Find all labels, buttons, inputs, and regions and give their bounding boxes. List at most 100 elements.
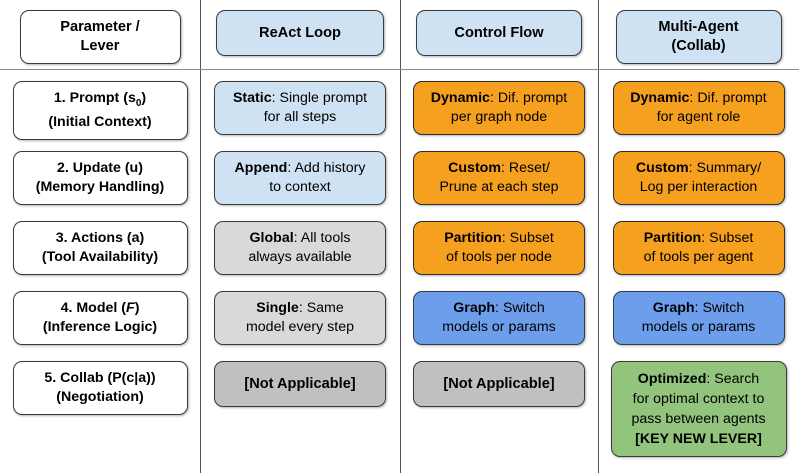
header-parameter-line2: Lever xyxy=(80,38,120,54)
chip-actions-react: Global: All tools always available xyxy=(214,221,386,275)
cell-actions-multi-agent: Partition: Subset of tools per agent xyxy=(598,211,799,281)
cell-collab-control-flow: [Not Applicable] xyxy=(400,351,598,473)
chip-update-multi-agent-line2: Log per interaction xyxy=(639,179,758,195)
row-actions-label-line1: 3. Actions (a) xyxy=(55,230,145,246)
row-collab-label-chip: 5. Collab (P(c|a)) (Negotiation) xyxy=(12,361,188,415)
chip-prompt-control-flow-line1: Dynamic: Dif. prompt xyxy=(430,90,568,106)
chip-model-multi-agent-line1: Graph: Switch xyxy=(652,300,745,316)
chip-collab-control-flow: [Not Applicable] xyxy=(413,361,585,407)
header-chip-multi-agent: Multi-Agent (Collab) xyxy=(615,10,782,64)
cell-model-control-flow: Graph: Switch models or params xyxy=(400,281,598,351)
cell-prompt-control-flow: Dynamic: Dif. prompt per graph node xyxy=(400,71,598,141)
header-chip-control-flow: Control Flow xyxy=(416,10,582,56)
chip-model-multi-agent-line2: models or params xyxy=(641,319,756,335)
cell-update-control-flow: Custom: Reset/ Prune at each step xyxy=(400,141,598,211)
cell-collab-multi-agent: Optimized: Search for optimal context to… xyxy=(598,351,799,473)
row-collab-label-line2: (Negotiation) xyxy=(56,389,144,405)
chip-collab-multi-agent-line1: Optimized: Search xyxy=(637,371,760,387)
chip-actions-react-line1: Global: All tools xyxy=(249,230,351,246)
chip-collab-react-text: [Not Applicable] xyxy=(244,375,356,392)
cell-model-react: Single: Same model every step xyxy=(200,281,400,351)
header-cell-parameter: Parameter / Lever xyxy=(0,0,200,69)
cell-collab-react: [Not Applicable] xyxy=(200,351,400,473)
header-cell-react: ReAct Loop xyxy=(200,0,400,69)
subscript-zero: 0 xyxy=(135,97,142,109)
chip-actions-multi-agent-line2: of tools per agent xyxy=(643,249,754,265)
row-collab-label-line1: 5. Collab (P(c|a)) xyxy=(44,370,156,386)
chip-prompt-control-flow: Dynamic: Dif. prompt per graph node xyxy=(413,81,585,135)
chip-collab-multi-agent-key-lever: [KEY NEW LEVER] xyxy=(635,431,762,447)
table-row-collab: 5. Collab (P(c|a)) (Negotiation) [Not Ap… xyxy=(0,351,799,473)
chip-collab-control-flow-text: [Not Applicable] xyxy=(443,375,555,392)
chip-update-multi-agent-line1: Custom: Summary/ xyxy=(635,160,762,176)
header-react-label: ReAct Loop xyxy=(259,24,341,41)
chip-model-react: Single: Same model every step xyxy=(214,291,386,345)
cell-actions-control-flow: Partition: Subset of tools per node xyxy=(400,211,598,281)
chip-model-react-line2: model every step xyxy=(245,319,355,335)
row-model-label-line2: (Inference Logic) xyxy=(42,319,158,335)
chip-model-multi-agent: Graph: Switch models or params xyxy=(612,291,785,345)
row-update-label-line1: 2. Update (u) xyxy=(57,160,143,176)
row-prompt-label-line2: (Initial Context) xyxy=(48,113,152,130)
chip-collab-multi-agent-line3: pass between agents xyxy=(631,411,766,427)
chip-model-control-flow: Graph: Switch models or params xyxy=(413,291,585,345)
header-multi-agent-line2: (Collab) xyxy=(671,38,726,54)
row-prompt-label-cell: 1. Prompt (s0) (Initial Context) xyxy=(0,71,200,141)
table-row-prompt: 1. Prompt (s0) (Initial Context) Static:… xyxy=(0,71,799,141)
chip-actions-control-flow-line2: of tools per node xyxy=(446,249,552,265)
table-row-actions: 3. Actions (a) (Tool Availability) Globa… xyxy=(0,211,799,281)
table-header-row: Parameter / Lever ReAct Loop Control Flo… xyxy=(0,0,799,69)
chip-collab-multi-agent-line2: for optimal context to xyxy=(632,391,765,407)
cell-prompt-multi-agent: Dynamic: Dif. prompt for agent role xyxy=(598,71,799,141)
chip-update-control-flow-line1: Custom: Reset/ xyxy=(448,160,550,176)
chip-collab-multi-agent: Optimized: Search for optimal context to… xyxy=(610,361,787,457)
table-row-model: 4. Model (F) (Inference Logic) Single: S… xyxy=(0,281,799,351)
header-chip-parameter: Parameter / Lever xyxy=(19,10,181,64)
chip-actions-multi-agent: Partition: Subset of tools per agent xyxy=(612,221,785,275)
chip-prompt-react-line2: for all steps xyxy=(263,109,337,125)
header-parameter-line1: Parameter / xyxy=(60,19,140,35)
chip-prompt-react-line1: Static: Single prompt xyxy=(232,90,368,106)
chip-actions-multi-agent-line1: Partition: Subset xyxy=(643,230,754,246)
cell-update-multi-agent: Custom: Summary/ Log per interaction xyxy=(598,141,799,211)
row-update-label-line2: (Memory Handling) xyxy=(35,179,165,195)
header-multi-agent-line1: Multi-Agent xyxy=(658,19,739,35)
cell-actions-react: Global: All tools always available xyxy=(200,211,400,281)
row-model-label-line1: 4. Model (F) xyxy=(60,300,140,316)
chip-actions-react-line2: always available xyxy=(248,249,352,265)
chip-update-react-line2: to context xyxy=(269,179,331,195)
row-prompt-label-chip: 1. Prompt (s0) (Initial Context) xyxy=(12,81,188,140)
chip-update-control-flow-line2: Prune at each step xyxy=(439,179,559,195)
italic-f: F xyxy=(126,300,135,316)
cell-prompt-react: Static: Single prompt for all steps xyxy=(200,71,400,141)
chip-update-react: Append: Add history to context xyxy=(214,151,386,205)
chip-prompt-multi-agent-line2: for agent role xyxy=(656,109,741,125)
chip-collab-react: [Not Applicable] xyxy=(214,361,386,407)
column-divider-2 xyxy=(400,0,401,473)
header-chip-react: ReAct Loop xyxy=(216,10,384,56)
row-model-label-cell: 4. Model (F) (Inference Logic) xyxy=(0,281,200,351)
column-divider-3 xyxy=(598,0,599,473)
chip-update-multi-agent: Custom: Summary/ Log per interaction xyxy=(612,151,785,205)
cell-model-multi-agent: Graph: Switch models or params xyxy=(598,281,799,351)
column-divider-1 xyxy=(200,0,201,473)
header-divider xyxy=(0,69,799,70)
chip-actions-control-flow: Partition: Subset of tools per node xyxy=(413,221,585,275)
chip-model-react-line1: Single: Same xyxy=(256,300,344,316)
row-model-label-chip: 4. Model (F) (Inference Logic) xyxy=(12,291,188,345)
chip-prompt-react: Static: Single prompt for all steps xyxy=(214,81,386,135)
chip-actions-control-flow-line1: Partition: Subset xyxy=(444,230,554,246)
chip-update-control-flow: Custom: Reset/ Prune at each step xyxy=(413,151,585,205)
table-row-update: 2. Update (u) (Memory Handling) Append: … xyxy=(0,141,799,211)
chip-update-react-line1: Append: Add history xyxy=(234,160,366,176)
chip-prompt-control-flow-line2: per graph node xyxy=(450,109,548,125)
chip-prompt-multi-agent: Dynamic: Dif. prompt for agent role xyxy=(612,81,785,135)
row-actions-label-cell: 3. Actions (a) (Tool Availability) xyxy=(0,211,200,281)
row-update-label-cell: 2. Update (u) (Memory Handling) xyxy=(0,141,200,211)
row-actions-label-line2: (Tool Availability) xyxy=(41,249,159,265)
row-collab-label-cell: 5. Collab (P(c|a)) (Negotiation) xyxy=(0,351,200,473)
row-actions-label-chip: 3. Actions (a) (Tool Availability) xyxy=(12,221,188,275)
chip-prompt-multi-agent-line1: Dynamic: Dif. prompt xyxy=(630,90,767,106)
header-cell-multi-agent: Multi-Agent (Collab) xyxy=(598,0,799,69)
